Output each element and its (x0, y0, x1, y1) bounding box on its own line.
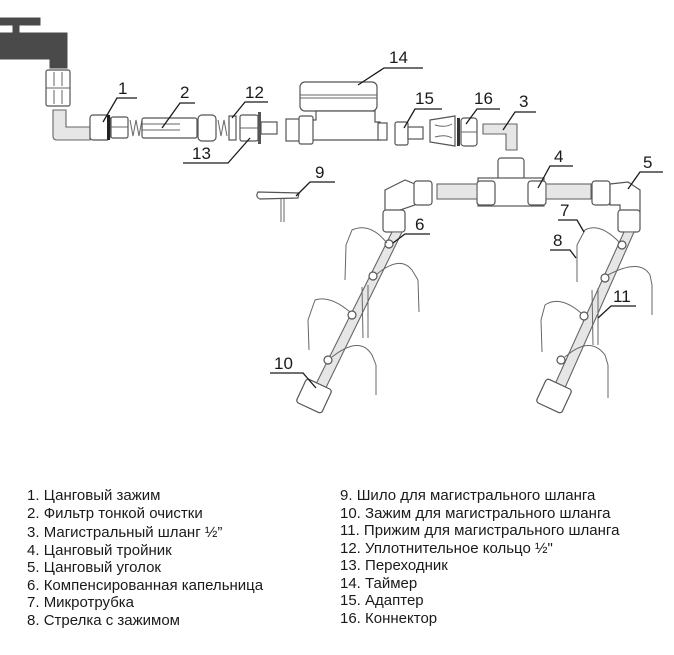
legend-item: 9. Шило для магистрального шланга (340, 487, 596, 504)
awl (256, 191, 300, 222)
collet-clamp (89, 114, 129, 141)
svg-text:7: 7 (560, 201, 569, 220)
seal-ring (228, 115, 237, 141)
svg-text:4: 4 (554, 147, 563, 166)
legend-item: 6. Компенсированная капельница (27, 576, 264, 594)
legend-item: 14. Таймер (340, 574, 418, 592)
legend-item: 3. Магистральный шланг ½” (27, 524, 223, 541)
legend-item: 1. Цанговый зажим (27, 487, 161, 504)
legend-item: 2. Фильтр тонкой очистки (27, 504, 203, 522)
svg-text:1: 1 (118, 79, 127, 98)
callout-11: 11 (597, 287, 636, 319)
legend-item: 11. Прижим для магистрального шланга (340, 522, 620, 539)
callout-8: 8 (550, 231, 577, 259)
callout-10: 10 (270, 354, 317, 389)
callout-2: 2 (161, 83, 195, 129)
legend-item: 13. Переходник (340, 557, 448, 574)
adapter-13 (239, 112, 278, 144)
connector (429, 115, 478, 147)
svg-text:3: 3 (519, 92, 528, 111)
legend-item: 12. Уплотнительное кольцо ½" (340, 539, 553, 557)
svg-text:11: 11 (613, 287, 631, 306)
callout-3: 3 (502, 92, 536, 131)
legend-item: 4. Цанговый тройник (27, 541, 172, 559)
callout-15: 15 (403, 89, 442, 129)
drip-line-right (536, 227, 653, 414)
svg-text:6: 6 (415, 215, 424, 234)
legend-item: 5. Цанговый уголок (27, 559, 161, 576)
callout-12: 12 (231, 83, 268, 119)
adapter-15 (394, 121, 424, 146)
drip-line-left (296, 227, 420, 414)
legend-item: 15. Адаптер (340, 592, 424, 609)
water-tap (0, 17, 68, 69)
callout-13: 13 (183, 137, 251, 164)
timer (285, 81, 388, 145)
fine-filter (141, 114, 228, 142)
main-hose-elbow (482, 123, 518, 151)
callout-5: 5 (627, 153, 663, 190)
legend-item: 7. Микротрубка (27, 594, 135, 611)
collet-tee (436, 157, 592, 207)
svg-text:8: 8 (553, 231, 562, 250)
legend-right-column: 9. Шило для магистрального шланга 10. За… (340, 487, 619, 627)
legend-item: 8. Стрелка с зажимом (27, 611, 180, 629)
tap-connector (45, 69, 71, 107)
svg-text:5: 5 (643, 153, 652, 172)
assembly-diagram: 1 2 3 4 5 6 7 8 9 10 11 12 13 14 15 16 (0, 17, 663, 414)
svg-text:12: 12 (245, 83, 264, 102)
svg-text:16: 16 (474, 89, 493, 108)
legend-left-column: 1. Цанговый зажим 2. Фильтр тонкой очист… (27, 487, 263, 629)
collet-elbow-right (591, 180, 641, 233)
svg-text:14: 14 (389, 48, 408, 67)
svg-text:9: 9 (315, 163, 324, 182)
callout-16: 16 (465, 89, 500, 125)
svg-text:13: 13 (192, 144, 211, 163)
legend-item: 16. Коннектор (340, 609, 438, 627)
callout-6: 6 (392, 215, 430, 244)
collet-elbow-left (382, 179, 433, 233)
spring (129, 119, 143, 137)
svg-text:15: 15 (415, 89, 434, 108)
callout-9: 9 (295, 163, 335, 197)
svg-text:2: 2 (180, 83, 189, 102)
callout-4: 4 (537, 147, 573, 189)
callout-7: 7 (558, 201, 585, 233)
legend-item: 10. Зажим для магистрального шланга (340, 504, 611, 522)
callout-14: 14 (357, 48, 423, 86)
inlet-hose (52, 109, 91, 141)
callout-1: 1 (102, 79, 137, 123)
svg-text:10: 10 (274, 354, 293, 373)
